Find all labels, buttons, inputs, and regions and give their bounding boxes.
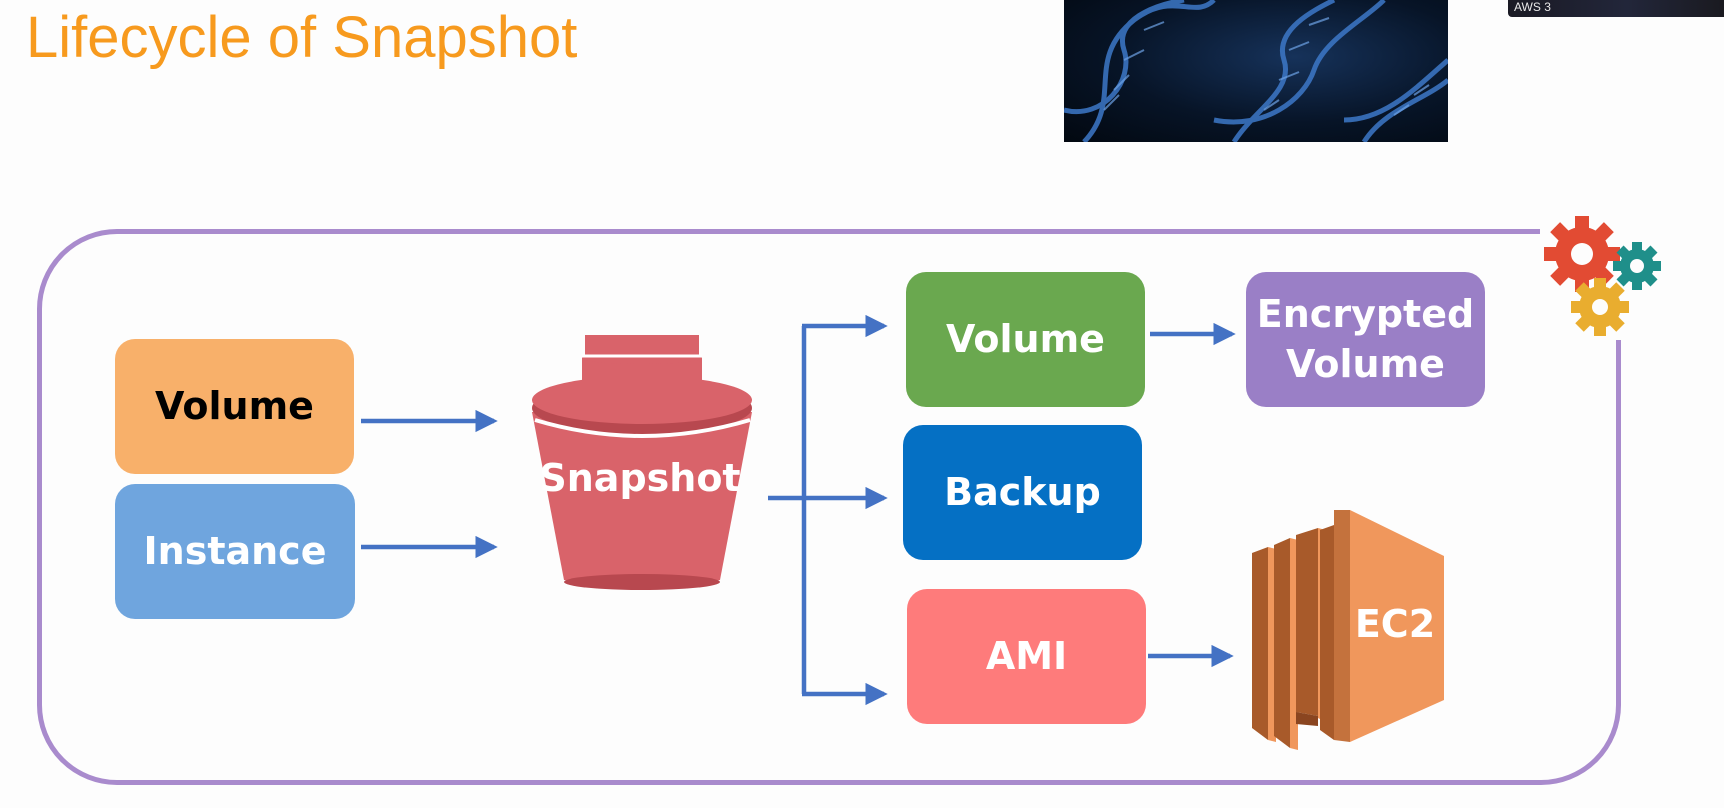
yellow-gear-icon — [1571, 278, 1629, 336]
webcam-thumbnail: AWS 3 — [1508, 0, 1724, 17]
encrypted-volume-line2: Volume — [1286, 341, 1445, 386]
gears-icon — [1544, 216, 1661, 336]
encrypted-volume-line1: Encrypted — [1256, 292, 1475, 337]
volume-label: Volume — [946, 316, 1105, 361]
instance-box: Instance — [115, 484, 355, 619]
instance-label: Instance — [143, 528, 327, 573]
encrypted-volume-label: Encrypted Volume — [1257, 290, 1474, 389]
red-gear-icon — [1544, 216, 1620, 292]
diagram-frame — [37, 229, 1621, 785]
ami-label: AMI — [985, 633, 1068, 678]
volume-source-label: Volume — [155, 383, 314, 428]
snapshot-label: Snapshot — [539, 456, 741, 500]
teal-gear-icon — [1613, 242, 1661, 290]
backup-label: Backup — [944, 469, 1101, 514]
ami-box: AMI — [907, 589, 1146, 724]
volume-source-box: Volume — [115, 339, 354, 474]
backup-box: Backup — [903, 425, 1142, 560]
webcam-label: AWS 3 — [1514, 0, 1551, 14]
page-title: Lifecycle of Snapshot — [26, 5, 578, 70]
dna-image — [1064, 0, 1448, 142]
volume-box: Volume — [906, 272, 1145, 407]
encrypted-volume-box: Encrypted Volume — [1246, 272, 1485, 407]
ec2-label: EC2 — [1354, 602, 1436, 646]
